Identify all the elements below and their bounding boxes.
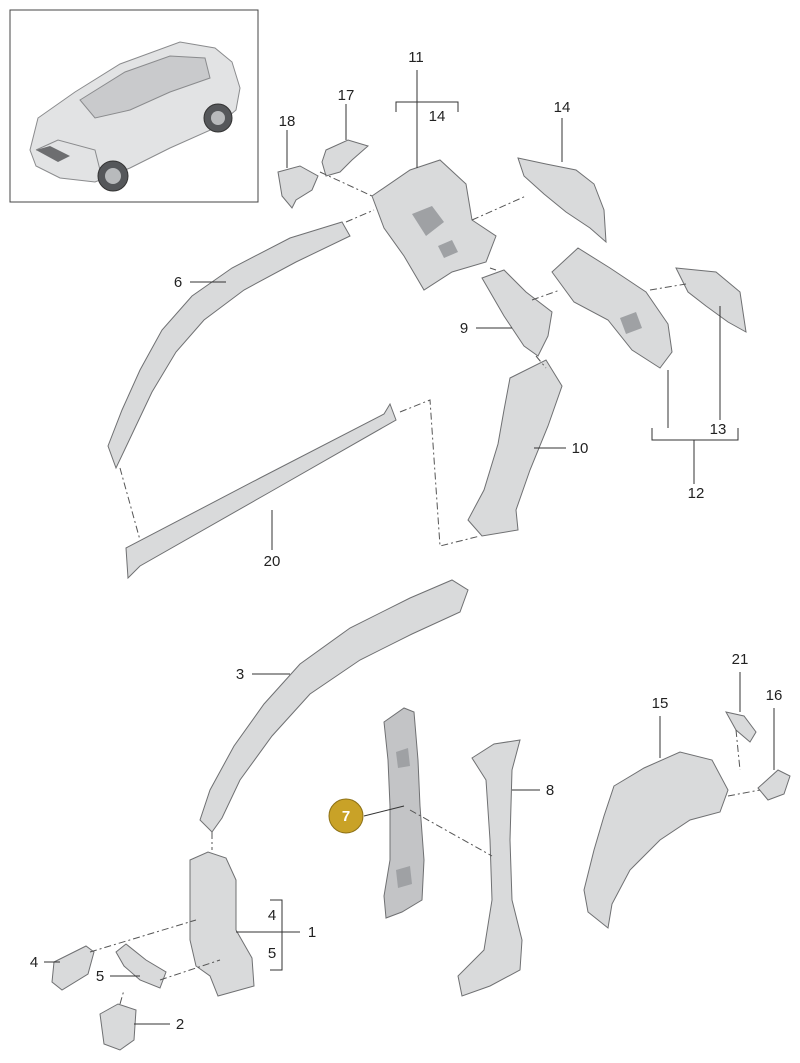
part-11[interactable]	[371, 70, 497, 291]
part-14[interactable]	[517, 118, 607, 244]
callout-4-right[interactable]: 4	[268, 907, 276, 924]
part-20[interactable]	[125, 402, 397, 580]
part-12[interactable]	[551, 247, 739, 484]
callout-10[interactable]: 10	[572, 440, 589, 457]
callout-16[interactable]: 16	[766, 687, 783, 704]
assembly-lines-upper	[119, 171, 687, 547]
callout-13[interactable]: 13	[710, 421, 727, 438]
callout-20[interactable]: 20	[264, 553, 281, 570]
callout-labels: 11 14 14 17 18 6 9 10 13 12 20 3 21 16 1…	[30, 49, 783, 1033]
part-2[interactable]	[99, 1003, 170, 1051]
callout-18[interactable]: 18	[279, 113, 296, 130]
callout-2[interactable]: 2	[176, 1016, 184, 1033]
part-4[interactable]	[44, 945, 95, 991]
part-17[interactable]	[321, 104, 370, 177]
part-6[interactable]	[107, 221, 351, 470]
vehicle-thumbnail-icon	[29, 41, 241, 192]
part-16[interactable]	[757, 708, 791, 801]
callout-8[interactable]: 8	[546, 782, 554, 799]
callout-9[interactable]: 9	[460, 320, 468, 337]
callout-3[interactable]: 3	[236, 666, 244, 683]
callout-12[interactable]: 12	[688, 485, 705, 502]
part-3[interactable]	[199, 579, 469, 833]
callout-5[interactable]: 5	[96, 968, 104, 985]
part-13[interactable]	[675, 267, 747, 420]
part-21[interactable]	[725, 672, 757, 743]
callout-21[interactable]: 21	[732, 651, 749, 668]
callout-17[interactable]: 17	[338, 87, 355, 104]
callout-7[interactable]: 7	[342, 808, 350, 825]
callout-1[interactable]: 1	[308, 924, 316, 941]
callout-6[interactable]: 6	[174, 274, 182, 291]
part-18[interactable]	[277, 130, 319, 209]
callout-11[interactable]: 11	[408, 49, 424, 66]
part-15[interactable]	[583, 716, 729, 929]
part-7[interactable]	[363, 707, 425, 919]
part-9[interactable]	[476, 269, 553, 357]
part-10[interactable]	[467, 359, 566, 537]
callout-15[interactable]: 15	[652, 695, 669, 712]
callout-5-right[interactable]: 5	[268, 945, 276, 962]
callout-14[interactable]: 14	[429, 108, 446, 125]
assembly-lines-lower	[89, 729, 761, 1005]
callout-7-badge[interactable]: 7	[328, 798, 364, 834]
callout-14-right[interactable]: 14	[554, 99, 571, 116]
callout-4[interactable]: 4	[30, 954, 38, 971]
vehicle-thumbnail	[9, 9, 259, 203]
part-8[interactable]	[457, 739, 540, 997]
part-1[interactable]	[189, 851, 300, 997]
part-5[interactable]	[110, 943, 167, 989]
